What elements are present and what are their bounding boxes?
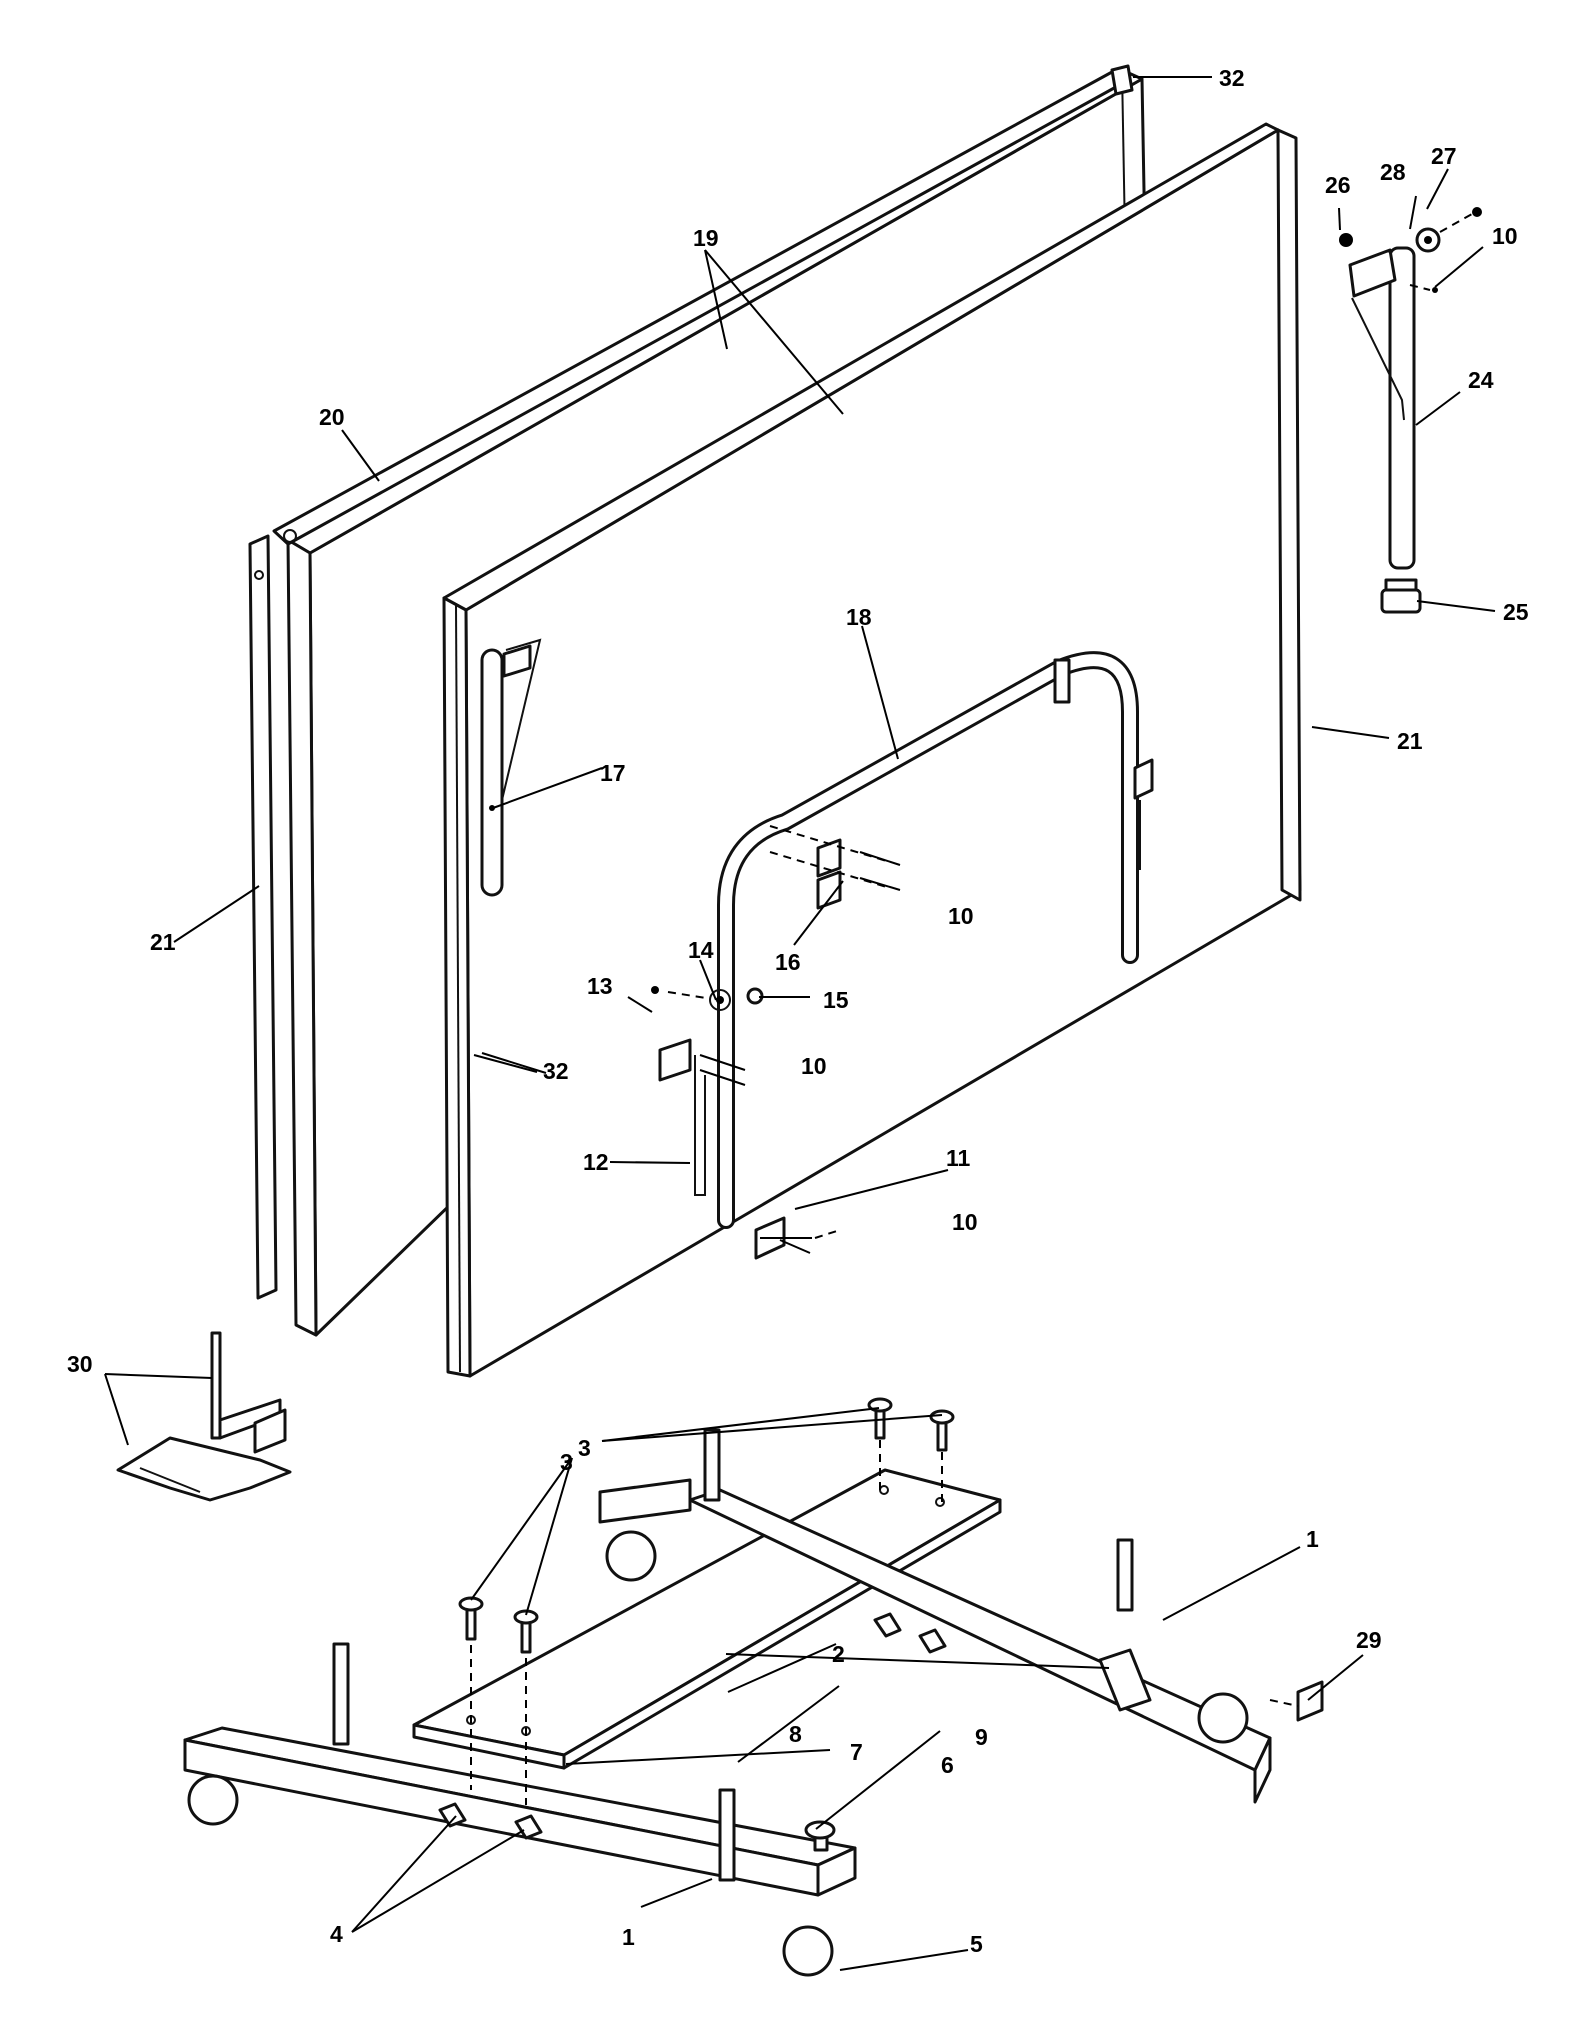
callout-10-d: 10 [1492,223,1518,249]
callout-10-a: 10 [948,903,974,929]
callout-20: 20 [319,404,345,430]
leg-foot-25 [1380,578,1422,614]
callout-10-c: 10 [952,1209,978,1235]
edge-strip-left [248,534,278,1300]
end-cap-top [1110,64,1134,96]
rear-base-frame [598,1428,1272,1804]
callout-11: 11 [946,1145,971,1171]
callout-10-b: 10 [801,1053,827,1079]
callout-32-top: 32 [1219,65,1245,91]
callout-6: 6 [941,1752,954,1778]
callout-3-b: 3 [560,1449,573,1475]
callout-5: 5 [970,1931,983,1957]
callout-29: 29 [1356,1627,1382,1653]
leader-lines [104,76,1496,1971]
callout-4: 4 [330,1921,343,1947]
bracket-12 [651,986,764,1196]
callout-27: 27 [1431,143,1457,169]
callout-13: 13 [587,973,613,999]
callout-3-a: 3 [578,1435,591,1461]
foot-pedal-30 [116,1331,292,1502]
rail-end-hole [283,529,297,543]
callout-9: 9 [975,1724,988,1750]
leg-assembly-24 [1339,207,1482,570]
callout-8: 8 [789,1721,802,1747]
callout-26: 26 [1325,172,1351,198]
callout-15: 15 [823,987,849,1013]
callout-2: 2 [832,1641,845,1667]
front-base-frame [183,1642,857,1977]
bracket-11 [754,1216,841,1260]
bracket-16 [769,825,901,910]
callout-19: 19 [693,225,719,251]
callout-21-left: 21 [150,929,176,955]
callout-18: 18 [846,604,872,630]
callout-28: 28 [1380,159,1406,185]
callout-12: 12 [583,1149,609,1175]
end-cap-29 [1296,1680,1324,1722]
folding-leg-17 [480,638,542,897]
callout-labels: 32 19 20 21 21 17 18 16 10 13 14 15 10 1… [67,65,1529,1957]
u-frame-support [717,651,1154,1229]
callout-1-front: 1 [622,1924,635,1950]
callout-1-rear: 1 [1306,1526,1319,1552]
callout-30: 30 [67,1351,93,1377]
leader-32-side [473,1054,538,1073]
callout-14: 14 [688,937,714,963]
callout-21-right: 21 [1397,728,1423,754]
center-board-2 [412,1468,1002,1770]
callout-7: 7 [850,1739,863,1765]
callout-16: 16 [775,949,801,975]
callout-25: 25 [1503,599,1529,625]
callout-17: 17 [600,760,626,786]
callout-32-side: 32 [543,1058,569,1084]
callout-24: 24 [1468,367,1494,393]
